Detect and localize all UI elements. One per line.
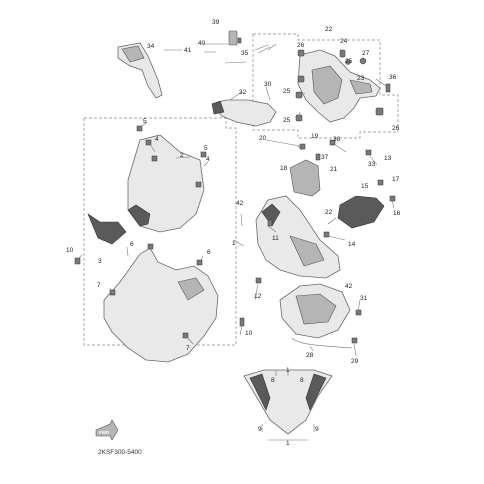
callout-label: 15 <box>361 183 369 190</box>
callout-label: 35 <box>241 50 249 57</box>
mirror-stay-cover <box>211 99 277 127</box>
cowling-hardware <box>74 125 245 339</box>
callout-label: 4 <box>206 156 210 163</box>
side-hardware <box>255 139 396 344</box>
callout-label: 42 <box>345 283 353 290</box>
callout-label: 5 <box>143 118 147 125</box>
callout-label: 8 <box>300 377 304 384</box>
callout-label: 37 <box>321 154 329 161</box>
callout-label: 12 <box>254 293 262 300</box>
callout-label: 1 <box>232 240 236 247</box>
front-cowling-stay <box>297 49 381 123</box>
callout-label: 20 <box>259 135 267 142</box>
svg-text:FWD: FWD <box>99 430 110 435</box>
callout-label: 11 <box>272 235 279 242</box>
callout-label: 5 <box>204 145 208 152</box>
front-view-cowling <box>243 369 333 435</box>
callout-label: 7 <box>186 345 190 352</box>
callout-label: 26 <box>297 42 305 49</box>
callout-label: 31 <box>360 295 368 302</box>
callout-label: 32 <box>239 89 247 96</box>
callout-label: 36 <box>389 74 397 81</box>
callout-label: 25 <box>283 88 291 95</box>
callout-label: 17 <box>392 176 400 183</box>
callout-label: 10 <box>245 330 253 337</box>
callout-label: 28 <box>306 352 314 359</box>
callout-label: 4 <box>155 136 159 143</box>
bracket-assembly-group-outline <box>252 33 399 139</box>
callout-label: 13 <box>384 155 392 162</box>
mirror-bolt <box>265 86 271 101</box>
bracket-hardware <box>295 49 391 122</box>
callout-label: 38 <box>333 136 341 143</box>
callout-label: 41 <box>184 47 192 54</box>
callout-label: 42 <box>236 200 244 207</box>
callout-labels: 34 39 40 41 35 30 32 22 26 24 27 25 25 2… <box>66 19 401 447</box>
catalog-code: 2KSF300-5400 <box>98 449 142 456</box>
callout-label: 16 <box>393 210 401 217</box>
callout-label: 10 <box>66 247 74 254</box>
callout-label: 1 <box>286 367 290 374</box>
callout-label: 7 <box>97 282 101 289</box>
callout-label: 34 <box>147 43 155 50</box>
callout-label: 6 <box>130 241 134 248</box>
callout-label: 22 <box>325 26 333 33</box>
callout-label: 8 <box>271 377 275 384</box>
forward-direction-arrow: FWD <box>95 419 119 441</box>
side-air-duct <box>289 159 321 197</box>
headlight-unit <box>279 283 351 339</box>
callout-label: 21 <box>330 166 338 173</box>
callout-label: 33 <box>368 161 376 168</box>
callout-label: 30 <box>264 81 272 88</box>
callout-label: 24 <box>340 38 348 45</box>
callout-label: 25 <box>283 117 291 124</box>
callout-label: 9 <box>315 426 319 433</box>
rear-view-mirror <box>117 42 163 99</box>
callout-label: 23 <box>357 75 365 82</box>
windshield-lower-trim <box>87 213 127 245</box>
headlight-wire <box>291 337 353 349</box>
callout-label: 9 <box>258 426 262 433</box>
callout-label: 26 <box>392 125 400 132</box>
callout-label: 25 <box>345 58 353 65</box>
callout-label: 29 <box>351 358 359 365</box>
callout-label: 22 <box>325 209 333 216</box>
air-duct-cover <box>337 195 385 229</box>
mirror-stay-cover-tip <box>211 100 225 115</box>
callout-label: 18 <box>280 165 288 172</box>
callout-label: 14 <box>348 241 356 248</box>
callout-label: 1 <box>286 440 290 447</box>
callout-label: 3 <box>98 258 102 265</box>
callout-label: 6 <box>207 249 211 256</box>
clip-part <box>228 30 242 46</box>
callout-label: 40 <box>198 40 206 47</box>
meter-bracket-assembly <box>255 195 341 279</box>
callout-label: 27 <box>362 50 370 57</box>
wire-strip <box>254 44 271 54</box>
callout-label: 2 <box>180 152 184 159</box>
callout-label: 39 <box>212 19 220 26</box>
windshield <box>127 134 205 233</box>
callout-leaders <box>76 43 395 441</box>
callout-label: 19 <box>311 133 319 140</box>
